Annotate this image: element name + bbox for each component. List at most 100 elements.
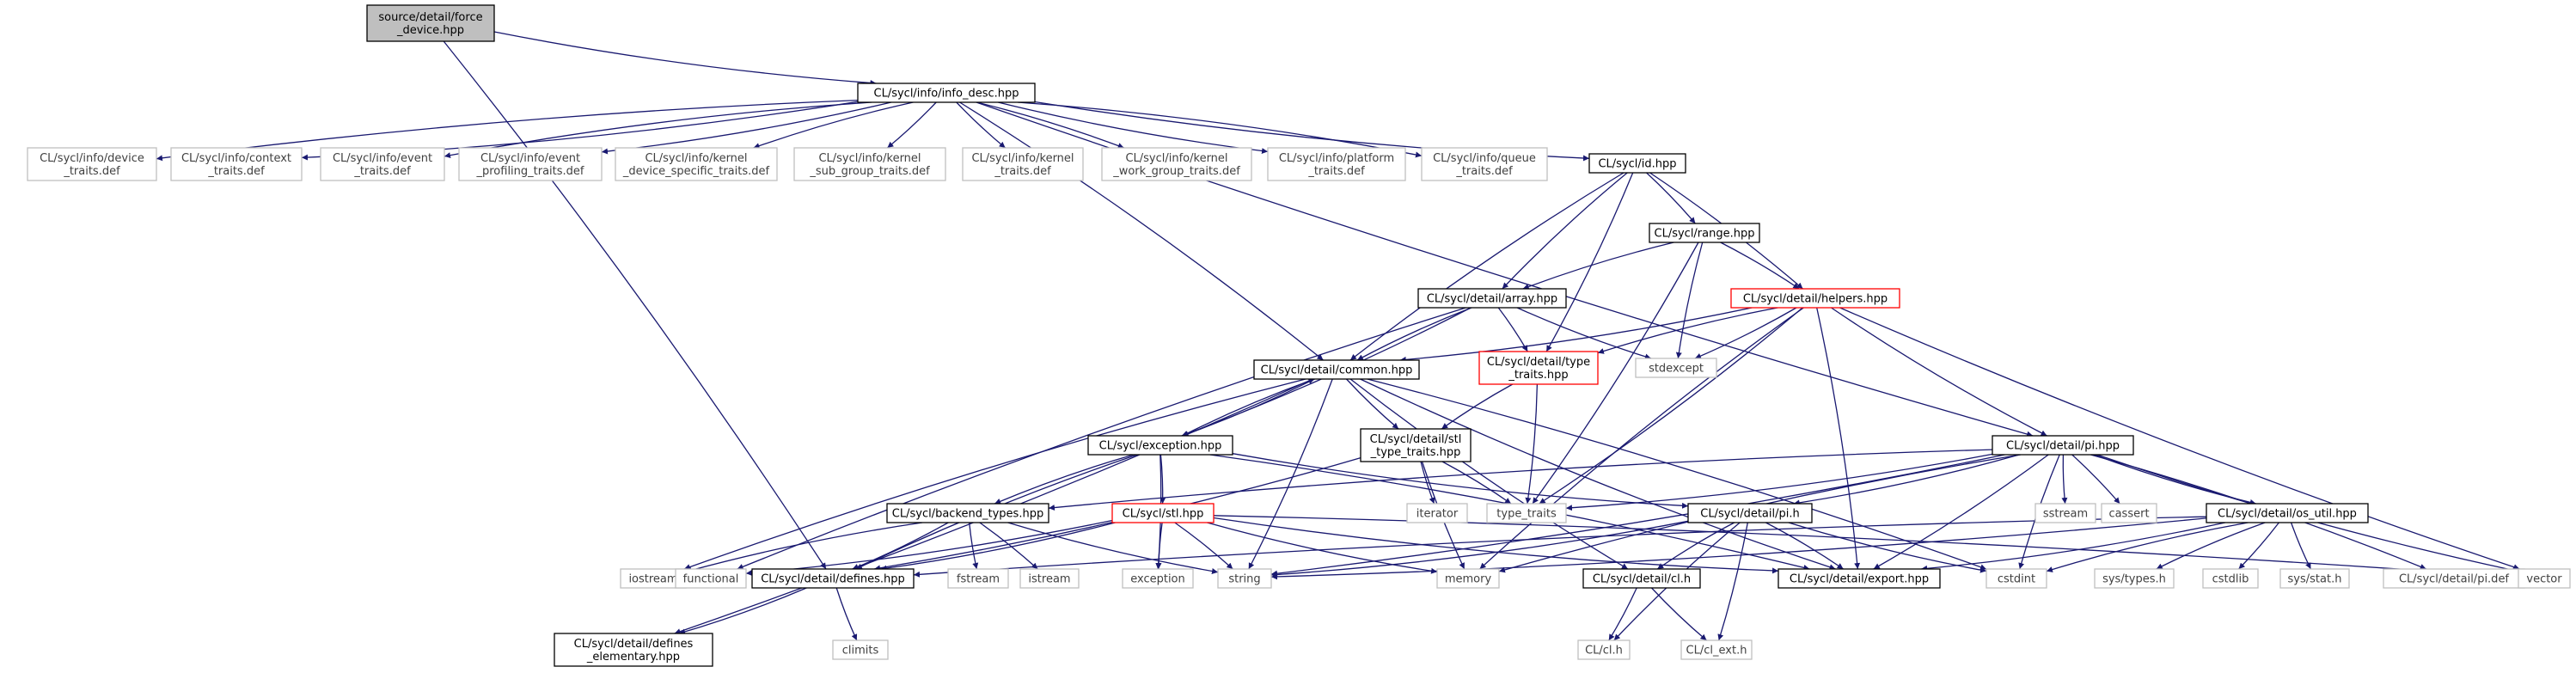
node-box [1360, 428, 1472, 462]
node-label-line: CL/sycl/info/context [181, 152, 291, 165]
node-cstdint: cstdint [1986, 568, 2047, 589]
edge-info_desc-to-platform_traits [998, 101, 1269, 155]
node-label-line: _sub_group_traits.def [809, 165, 930, 178]
node-backend_types[interactable]: CL/sycl/backend_types.hpp [886, 503, 1049, 523]
edge-exception_hpp-to-common_hpp [1182, 378, 1315, 437]
node-label-line: _elementary.hpp [586, 651, 680, 664]
node-box [1588, 153, 1686, 174]
node-cstdlib: cstdlib [2202, 568, 2259, 589]
node-box [857, 83, 1036, 103]
edge-pi_h-to-export_hpp [1765, 522, 1844, 570]
node-label-line: CL/sycl/range.hpp [1655, 228, 1755, 241]
edge-exception_hpp-to-stl_hpp [1160, 454, 1166, 505]
node-type_traits_hpp[interactable]: CL/sycl/detail/type_traits.hpp [1478, 351, 1599, 385]
node-range_hpp[interactable]: CL/sycl/range.hpp [1649, 223, 1760, 243]
edge-info_desc-to-queue_traits [1017, 101, 1423, 158]
node-helpers_hpp[interactable]: CL/sycl/detail/helpers.hpp [1730, 288, 1900, 309]
node-label-line: CL/sycl/info/kernel [818, 152, 921, 165]
node-id_hpp[interactable]: CL/sycl/id.hpp [1588, 153, 1686, 174]
node-box [1582, 568, 1701, 589]
node-label-line: CL/sycl/detail/helpers.hpp [1743, 293, 1888, 306]
edge-os_util-to-export_hpp [1921, 522, 2226, 572]
edge-pi_h-to-cl_ext_h [1717, 522, 1748, 641]
node-cl_h_detail[interactable]: CL/sycl/detail/cl.h [1582, 568, 1701, 589]
node-pi_hpp[interactable]: CL/sycl/detail/pi.hpp [1992, 435, 2134, 456]
node-queue_traits: CL/sycl/info/queue_traits.def [1421, 147, 1548, 181]
node-label-line: CL/sycl/info/kernel [971, 152, 1074, 165]
node-export_hpp[interactable]: CL/sycl/detail/export.hpp [1778, 568, 1941, 589]
edge-backend_types-to-string [1007, 522, 1219, 574]
node-label-line: _type_traits.hpp [1370, 446, 1461, 459]
node-sys_stat: sys/stat.h [2279, 568, 2350, 589]
node-sstream: sstream [2034, 503, 2096, 523]
node-box [1111, 503, 1215, 523]
node-label-line: CL/sycl/detail/defines [574, 638, 694, 651]
node-label-line: string [1228, 573, 1260, 586]
edge-helpers_hpp-to-common_hpp [1399, 307, 1753, 363]
node-label-line: CL/cl.h [1585, 645, 1623, 658]
edge-pi_hpp-to-backend_types [1048, 449, 1993, 511]
node-stl_hpp[interactable]: CL/sycl/stl.hpp [1111, 503, 1215, 523]
node-label-line: _device_specific_traits.def [622, 165, 770, 178]
node-device_traits: CL/sycl/info/device_traits.def [27, 147, 157, 181]
node-layer: source/detail/force_device.hppCL/sycl/in… [27, 4, 2571, 667]
edge-cl_h_detail-to-cl_h [1608, 587, 1637, 641]
edge-pi_h-to-cl_h_detail [1656, 522, 1735, 570]
node-label-line: source/detail/force [378, 11, 482, 24]
edge-id_hpp-to-common_hpp [1349, 172, 1625, 361]
edge-os_util-to-sys_stat [2290, 522, 2311, 570]
node-label-line: CL/sycl/detail/os_util.hpp [2218, 508, 2357, 521]
node-box [2094, 568, 2175, 589]
node-label-line: iostream [628, 573, 677, 586]
node-istream: istream [1019, 568, 1080, 589]
edge-exception_hpp-to-backend_types [994, 454, 1134, 505]
node-kernel_sub_group: CL/sycl/info/kernel_sub_group_traits.def [793, 147, 946, 181]
node-label-line: functional [683, 573, 739, 586]
node-box [320, 147, 445, 181]
edge-root-to-defines_hpp [443, 40, 827, 570]
node-common_hpp[interactable]: CL/sycl/detail/common.hpp [1253, 359, 1420, 380]
node-root[interactable]: source/detail/force_device.hpp [366, 4, 495, 42]
node-cassert: cassert [2101, 503, 2157, 523]
node-label-line: _traits.def [63, 165, 120, 178]
node-label-line: _work_group_traits.def [1112, 165, 1240, 178]
node-box [2202, 568, 2259, 589]
edge-type_traits_hpp-to-type_traits [1525, 383, 1539, 505]
node-label-line: CL/sycl/info/kernel [1125, 152, 1227, 165]
node-label-line: CL/sycl/detail/pi.hpp [2006, 440, 2120, 453]
node-vector: vector [2518, 568, 2571, 589]
node-exception_hpp[interactable]: CL/sycl/exception.hpp [1087, 435, 1233, 456]
edge-backend_types-to-iostream [685, 522, 923, 573]
node-label-line: CL/sycl/stl.hpp [1123, 508, 1204, 521]
node-label-line: _device.hpp [396, 24, 464, 37]
node-label-line: _traits.hpp [1508, 369, 1568, 382]
edge-type_traits_hpp-to-stl_type_traits [1441, 383, 1514, 430]
node-defines_elem[interactable]: CL/sycl/detail/defines_elementary.hpp [554, 633, 713, 667]
edge-id_hpp-to-range_hpp [1646, 172, 1696, 224]
node-array_hpp[interactable]: CL/sycl/detail/array.hpp [1417, 288, 1567, 309]
node-box [947, 568, 1009, 589]
node-stdexcept: stdexcept [1635, 358, 1717, 378]
node-label-line: _traits.def [994, 165, 1051, 178]
edge-helpers_hpp-to-memory [1479, 307, 1804, 570]
node-label-line: CL/sycl/info/queue [1433, 152, 1536, 165]
edge-pi_hpp-to-sstream [2061, 454, 2068, 505]
node-info_desc[interactable]: CL/sycl/info/info_desc.hpp [857, 83, 1036, 103]
edge-info_desc-to-kernel_work_group [976, 101, 1124, 149]
edge-array_hpp-to-functional [737, 307, 1466, 570]
node-label-line: _traits.def [1455, 165, 1513, 178]
node-stl_type_traits[interactable]: CL/sycl/detail/stl_type_traits.hpp [1360, 428, 1472, 462]
node-label-line: cstdlib [2212, 573, 2249, 586]
node-box [832, 639, 889, 660]
node-os_util[interactable]: CL/sycl/detail/os_util.hpp [2206, 503, 2369, 523]
node-iterator: iterator [1406, 503, 1468, 523]
node-platform_traits: CL/sycl/info/platform_traits.def [1267, 147, 1406, 181]
node-defines_hpp[interactable]: CL/sycl/detail/defines.hpp [751, 568, 915, 589]
node-box [1417, 288, 1567, 309]
node-pi_h[interactable]: CL/sycl/detail/pi.h [1687, 503, 1813, 523]
node-box [2279, 568, 2350, 589]
edge-info_desc-to-kernel_sub_group [886, 101, 937, 149]
node-box [1478, 351, 1599, 385]
edge-helpers_hpp-to-type_traits_hpp [1597, 307, 1778, 354]
